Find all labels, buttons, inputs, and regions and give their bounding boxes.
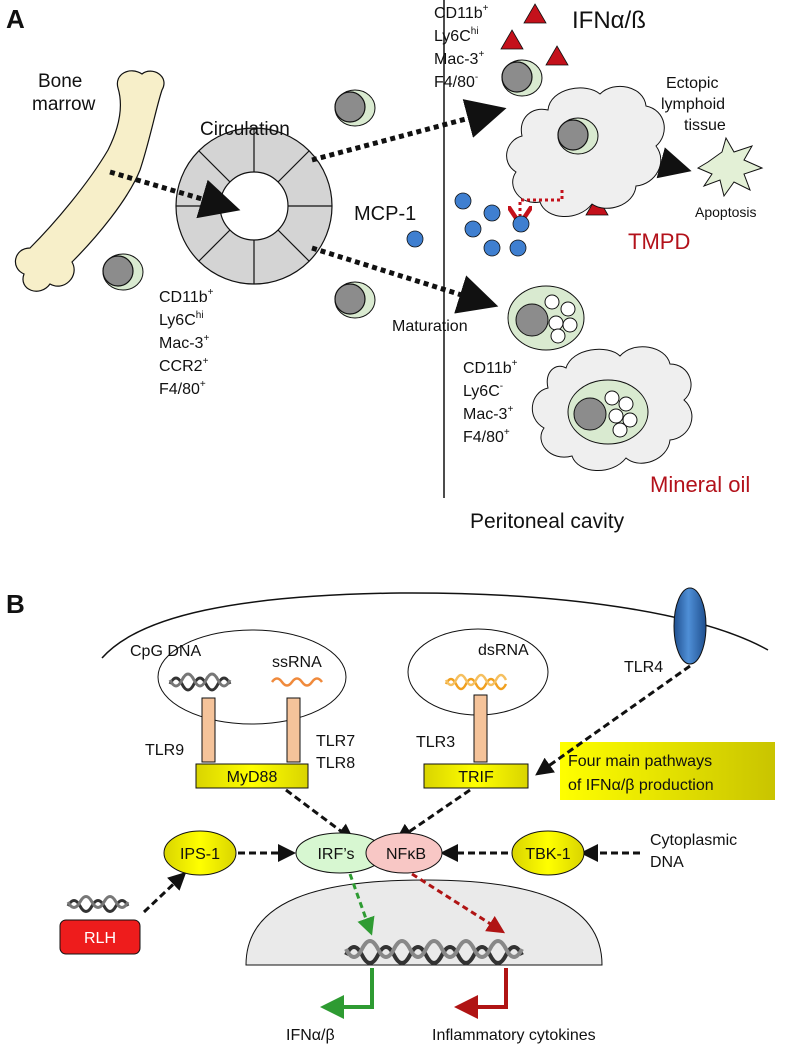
rlh-label: RLH bbox=[84, 930, 116, 947]
nuclear-dna-helix bbox=[344, 939, 524, 965]
tlr3-bar bbox=[473, 694, 488, 763]
macrophage-in-granuloma bbox=[567, 379, 649, 445]
bone-marrow-label: Bone marrow bbox=[32, 71, 96, 115]
rlh-box bbox=[59, 919, 141, 955]
ips1-node bbox=[163, 830, 237, 876]
ips1-label: IPS-1 bbox=[180, 846, 220, 863]
tlr9-bar bbox=[201, 697, 216, 763]
monocyte-marrow bbox=[102, 253, 144, 291]
apoptosis-label: Apoptosis bbox=[695, 204, 756, 220]
circulation-vessel bbox=[175, 127, 333, 285]
rlh-helix bbox=[66, 895, 130, 913]
inflammatory-cytokines-label: Inflammatory cytokines bbox=[432, 1027, 596, 1044]
arrow-tlr4-to-trif bbox=[535, 664, 691, 776]
mature-macrophage bbox=[507, 285, 585, 351]
markers-peritoneal-monocyte: CD11b+ Ly6Chi Mac-3+ F4/80- bbox=[434, 0, 493, 91]
tbk1-label: TBK-1 bbox=[525, 846, 570, 863]
ssrna-label: ssRNA bbox=[272, 654, 322, 671]
circulation-label: Circulation bbox=[200, 119, 290, 140]
ifn-output-label: IFNα/β bbox=[286, 1027, 335, 1044]
trif-label: TRIF bbox=[458, 769, 494, 786]
panel-a-label: A bbox=[6, 4, 25, 34]
ectopic-label: Ectopic lymphoid tissue bbox=[661, 75, 729, 134]
arrow-trif-to-irf bbox=[395, 788, 471, 842]
bone-shape bbox=[14, 70, 165, 292]
tmpd-label: TMPD bbox=[628, 229, 690, 254]
monocyte-circulation-lower bbox=[334, 281, 376, 319]
myd88-box bbox=[195, 763, 309, 789]
nfkb-node bbox=[365, 832, 443, 874]
cytokine-transcription-arrow bbox=[454, 968, 508, 1019]
trif-box bbox=[423, 763, 529, 789]
mcp1-dots bbox=[406, 192, 530, 257]
nfkb-label: NFκB bbox=[386, 846, 426, 863]
tlr7-8-bar bbox=[286, 697, 301, 763]
arrow-rlh-to-ips1 bbox=[142, 871, 187, 914]
markers-mature-macrophage: CD11b+ Ly6C- Mac-3+ F4/80+ bbox=[463, 353, 522, 446]
arrow-nfkb-to-dna bbox=[411, 872, 506, 934]
cytoplasmic-dna-label: Cytoplasmic DNA bbox=[650, 832, 742, 871]
monocyte-ectopic bbox=[557, 117, 599, 155]
arrow-circulation-to-maturation bbox=[311, 245, 499, 314]
tlr3-label: TLR3 bbox=[416, 734, 455, 751]
panel-b-label: B bbox=[6, 589, 25, 619]
myd88-label: MyD88 bbox=[227, 769, 278, 786]
callout-box bbox=[560, 742, 775, 800]
cpg-dna-label: CpG DNA bbox=[130, 643, 201, 660]
monocyte-circulation-upper bbox=[334, 89, 376, 127]
dsrna-helix bbox=[444, 673, 508, 691]
ifn-label: IFNα/ß bbox=[572, 7, 646, 34]
tbk1-node bbox=[511, 830, 585, 876]
tlr4-receptor bbox=[673, 587, 707, 665]
arrow-myd88-to-irf bbox=[285, 788, 355, 842]
arrow-circulation-to-peritoneum-top bbox=[311, 99, 507, 163]
dsrna-label: dsRNA bbox=[478, 642, 529, 659]
tlr8-label: TLR8 bbox=[316, 755, 355, 772]
ssrna-strand bbox=[270, 677, 324, 687]
cpg-dna-helix bbox=[168, 672, 232, 692]
callout-text: Four main pathways of IFNα/β production bbox=[568, 753, 717, 794]
tlr9-label: TLR9 bbox=[145, 742, 184, 759]
mcp1-label: MCP-1 bbox=[354, 203, 416, 225]
arrow-marrow-to-circulation bbox=[109, 169, 241, 219]
apoptotic-cell bbox=[696, 136, 764, 198]
maturation-label: Maturation bbox=[392, 318, 468, 335]
monocyte-peritoneal-top bbox=[501, 59, 543, 97]
ifn-transcription-arrow bbox=[320, 968, 374, 1019]
irfs-label: IRF’s bbox=[317, 846, 354, 863]
peritoneal-cavity-label: Peritoneal cavity bbox=[470, 510, 625, 533]
mineral-oil-label: Mineral oil bbox=[650, 472, 750, 497]
tlr4-label: TLR4 bbox=[624, 659, 663, 676]
ifn-recruitment-arrow bbox=[520, 190, 564, 218]
tlr7-label: TLR7 bbox=[316, 733, 355, 750]
markers-circulating-monocyte: CD11b+ Ly6Chi Mac-3+ CCR2+ F4/80+ bbox=[159, 282, 218, 398]
